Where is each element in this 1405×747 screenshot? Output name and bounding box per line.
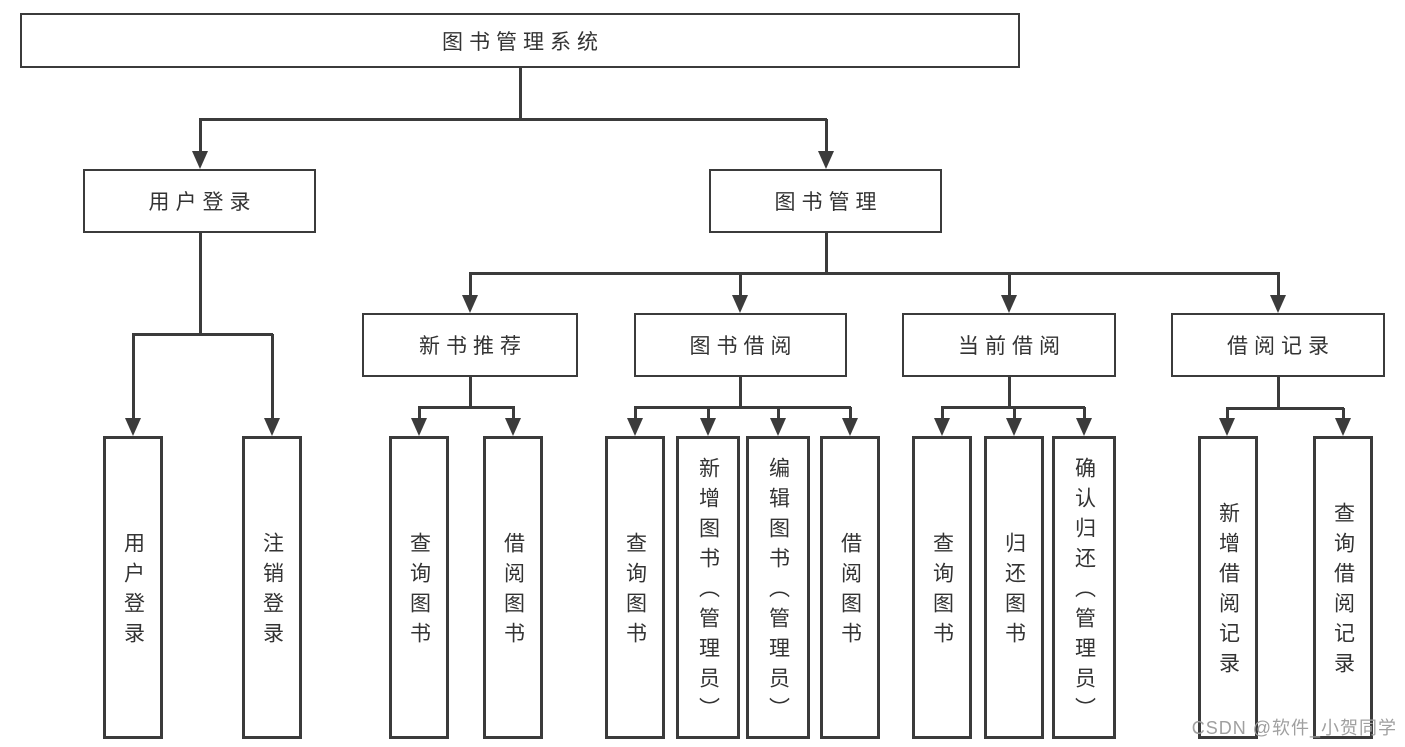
arrowhead-icon [700, 418, 716, 436]
arrowhead-icon [1335, 418, 1351, 436]
leaf-user-login: 用户登录 [103, 436, 163, 739]
leaf-add-borrow-record-label: 新增借阅记录 [1216, 502, 1240, 682]
arrowhead-icon [1219, 418, 1235, 436]
connector-line [199, 118, 827, 121]
connector-line [418, 407, 421, 419]
connector-line [199, 119, 202, 152]
leaf-confirm-return-admin: 确认归还（管理员） [1052, 436, 1116, 739]
node-root-label: 图书管理系统 [442, 30, 604, 54]
arrowhead-icon [934, 418, 950, 436]
connector-line [512, 407, 515, 419]
arrowhead-icon [1001, 295, 1017, 313]
node-borrow-records-label: 借阅记录 [1227, 335, 1335, 358]
leaf-borrow-books-1: 借阅图书 [483, 436, 543, 739]
leaf-query-books-1: 查询图书 [389, 436, 449, 739]
leaf-add-borrow-record: 新增借阅记录 [1198, 436, 1258, 739]
arrowhead-icon [125, 418, 141, 436]
connector-line [1013, 407, 1016, 419]
leaf-query-books-3-label: 查询图书 [930, 532, 954, 652]
connector-line [825, 119, 828, 152]
connector-line [132, 334, 135, 419]
connector-line [941, 407, 944, 419]
connector-line [634, 407, 637, 419]
arrowhead-icon [770, 418, 786, 436]
connector-line [849, 407, 852, 419]
leaf-confirm-return-admin-label: 确认归还（管理员） [1072, 457, 1096, 727]
leaf-query-books-3: 查询图书 [912, 436, 972, 739]
leaf-query-books-2-label: 查询图书 [623, 532, 647, 652]
leaf-query-books-2: 查询图书 [605, 436, 665, 739]
connector-line [1008, 273, 1011, 296]
leaf-borrow-books-1-label: 借阅图书 [501, 532, 525, 652]
node-new-book-recommend-label: 新书推荐 [419, 335, 527, 358]
connector-line [1083, 407, 1086, 419]
connector-line [418, 406, 515, 409]
leaf-query-books-1-label: 查询图书 [407, 532, 431, 652]
connector-line [199, 233, 202, 334]
leaf-return-book: 归还图书 [984, 436, 1044, 739]
connector-line [777, 407, 780, 419]
leaf-return-book-label: 归还图书 [1002, 532, 1026, 652]
node-book-management-label: 图书管理 [774, 191, 883, 214]
node-new-book-recommend: 新书推荐 [362, 313, 578, 377]
leaf-borrow-books-2-label: 借阅图书 [838, 532, 862, 652]
connector-line [1342, 408, 1345, 419]
leaf-add-book-admin: 新增图书（管理员） [676, 436, 740, 739]
csdn-watermark: CSDN @软件_小贺同学 [1191, 718, 1397, 738]
leaf-user-login-label: 用户登录 [121, 532, 145, 652]
leaf-query-borrow-record: 查询借阅记录 [1313, 436, 1373, 739]
arrowhead-icon [505, 418, 521, 436]
arrowhead-icon [818, 151, 834, 169]
arrowhead-icon [732, 295, 748, 313]
node-borrow-records: 借阅记录 [1171, 313, 1385, 377]
node-user-login-label: 用户登录 [148, 191, 257, 214]
node-user-login: 用户登录 [83, 169, 316, 233]
connector-line [1277, 376, 1280, 408]
arrowhead-icon [411, 418, 427, 436]
connector-line [469, 272, 1280, 275]
leaf-edit-book-admin-label: 编辑图书（管理员） [766, 457, 790, 727]
connector-line [469, 376, 472, 407]
node-root: 图书管理系统 [20, 13, 1020, 68]
connector-line [132, 333, 273, 336]
leaf-logout-label: 注销登录 [260, 532, 284, 652]
connector-line [739, 376, 742, 407]
node-current-borrow-label: 当前借阅 [958, 335, 1066, 358]
node-book-borrow: 图书借阅 [634, 313, 847, 377]
connector-line [1226, 408, 1229, 419]
arrowhead-icon [1270, 295, 1286, 313]
arrowhead-icon [1006, 418, 1022, 436]
leaf-add-book-admin-label: 新增图书（管理员） [696, 457, 720, 727]
leaf-edit-book-admin: 编辑图书（管理员） [746, 436, 810, 739]
node-current-borrow: 当前借阅 [902, 313, 1116, 377]
connector-line [271, 334, 274, 419]
connector-line [469, 273, 472, 296]
connector-line [739, 273, 742, 296]
arrowhead-icon [1076, 418, 1092, 436]
arrowhead-icon [462, 295, 478, 313]
leaf-borrow-books-2: 借阅图书 [820, 436, 880, 739]
connector-line [1277, 273, 1280, 296]
node-book-borrow-label: 图书借阅 [689, 335, 798, 358]
arrowhead-icon [842, 418, 858, 436]
connector-line [707, 407, 710, 419]
arrowhead-icon [627, 418, 643, 436]
arrowhead-icon [264, 418, 280, 436]
node-book-management: 图书管理 [709, 169, 942, 233]
connector-line [1226, 407, 1344, 410]
leaf-logout: 注销登录 [242, 436, 302, 739]
connector-line [634, 406, 851, 409]
connector-line [1008, 376, 1011, 407]
arrowhead-icon [192, 151, 208, 169]
connector-line [825, 233, 828, 273]
leaf-query-borrow-record-label: 查询借阅记录 [1331, 502, 1355, 682]
connector-line [519, 68, 522, 119]
